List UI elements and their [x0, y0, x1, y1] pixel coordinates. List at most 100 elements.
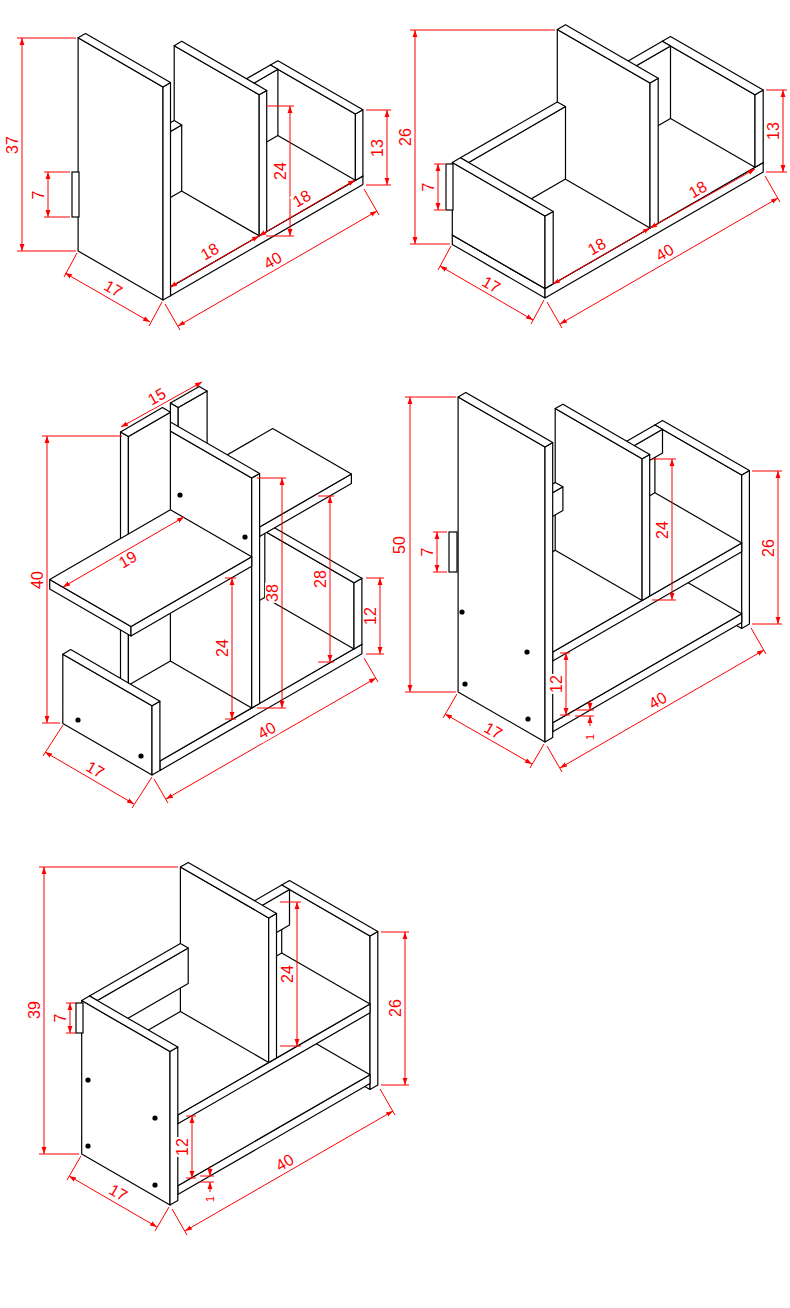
dimension	[64, 253, 162, 326]
shelf-unit	[50, 386, 362, 775]
dimension-value: 17	[478, 273, 503, 297]
board-face	[755, 90, 763, 167]
extension-line	[186, 1116, 196, 1117]
extension-line	[318, 496, 334, 497]
dimension-value: 18	[289, 187, 314, 211]
extension-line	[433, 532, 447, 533]
dimension-value: 7	[420, 547, 436, 558]
dimension-line	[330, 496, 331, 662]
dimension-value: 17	[480, 719, 505, 743]
board-face	[458, 397, 545, 742]
extension-line	[575, 716, 594, 717]
dimension-value: 18	[685, 178, 710, 202]
shelf-unit	[72, 34, 363, 301]
dimension-value: 24	[655, 520, 671, 540]
board	[265, 527, 362, 649]
board	[82, 996, 178, 1205]
dimension-value: 13	[370, 138, 386, 158]
extension-line	[405, 397, 456, 398]
dimension-value: 39	[27, 1000, 43, 1020]
dimension	[547, 176, 780, 328]
dimension	[172, 1089, 395, 1235]
extension-line	[433, 572, 447, 573]
dimension-line	[297, 902, 298, 1046]
dimension-line	[170, 236, 259, 287]
handle-cutout	[446, 164, 453, 210]
dimension-value: 17	[105, 1181, 130, 1205]
extension-line	[318, 662, 334, 663]
extension-line	[280, 1046, 301, 1047]
dimension-line	[438, 164, 439, 210]
dimension-line	[65, 273, 150, 322]
board-face	[152, 701, 160, 775]
board-face	[82, 996, 178, 1052]
dimension-line	[445, 714, 532, 764]
screw-hole	[462, 681, 467, 686]
dimension-line	[783, 90, 784, 172]
dimension-line	[290, 106, 291, 236]
extension-line	[366, 578, 384, 579]
dimension-value: 24	[280, 964, 296, 984]
handle-cutout	[449, 532, 457, 572]
dimension-line	[47, 436, 48, 723]
screw-hole	[85, 1143, 90, 1148]
dimension	[575, 700, 594, 726]
board	[557, 25, 658, 228]
dimension-value: 24	[215, 638, 231, 658]
dimension-line	[566, 653, 567, 715]
board-face	[742, 471, 750, 629]
board-face	[650, 78, 658, 228]
board-face	[545, 443, 553, 742]
dimension-value: 40	[652, 241, 677, 265]
screw-hole	[177, 492, 182, 497]
dimension-value: 12	[363, 606, 379, 626]
extension-line	[17, 251, 76, 252]
dimension-value: 40	[30, 570, 46, 590]
dimension	[443, 694, 544, 768]
dimension-line	[405, 932, 406, 1085]
board-face	[282, 881, 378, 937]
dimension	[766, 90, 787, 172]
dimension	[259, 180, 355, 236]
board	[180, 862, 276, 1062]
dimension-line	[69, 1176, 157, 1227]
dimension-value: 18	[197, 240, 222, 264]
board-face	[78, 34, 170, 87]
dimension-line	[560, 650, 764, 768]
dimension-value: 7	[53, 1013, 69, 1024]
dimension-arrow	[590, 700, 591, 710]
extension-line	[155, 1207, 169, 1231]
board	[78, 34, 170, 301]
dimension-line	[672, 459, 673, 600]
dimension-line	[63, 517, 184, 587]
dimension-line	[440, 266, 533, 320]
dimension	[42, 436, 122, 723]
board-face	[355, 110, 363, 181]
board-face	[170, 1047, 178, 1205]
dimension-line	[415, 30, 416, 244]
extension-line	[39, 867, 178, 868]
shelf-unit	[449, 392, 749, 742]
extension-line	[366, 654, 384, 655]
board-face	[252, 474, 260, 709]
screw-hole	[459, 609, 464, 614]
dimension-lines	[17, 30, 787, 1235]
dimension-value: 28	[313, 569, 329, 589]
extension-line	[172, 1209, 187, 1235]
board-face	[50, 510, 252, 627]
handle-cutout	[76, 1003, 83, 1033]
extension-line	[766, 90, 787, 91]
dimension	[438, 246, 544, 324]
extension-line	[200, 1182, 214, 1183]
dimension-value: 12	[175, 1137, 191, 1157]
extension-line	[766, 172, 787, 173]
extension-line	[530, 744, 544, 768]
extension-line	[39, 1154, 79, 1155]
dimension-value: 18	[584, 235, 609, 259]
dimension	[547, 628, 766, 772]
dimension-line	[70, 1003, 71, 1033]
dimension-line	[44, 867, 45, 1154]
board-face	[370, 932, 378, 1090]
board-face	[174, 41, 267, 94]
board-face	[458, 392, 553, 447]
